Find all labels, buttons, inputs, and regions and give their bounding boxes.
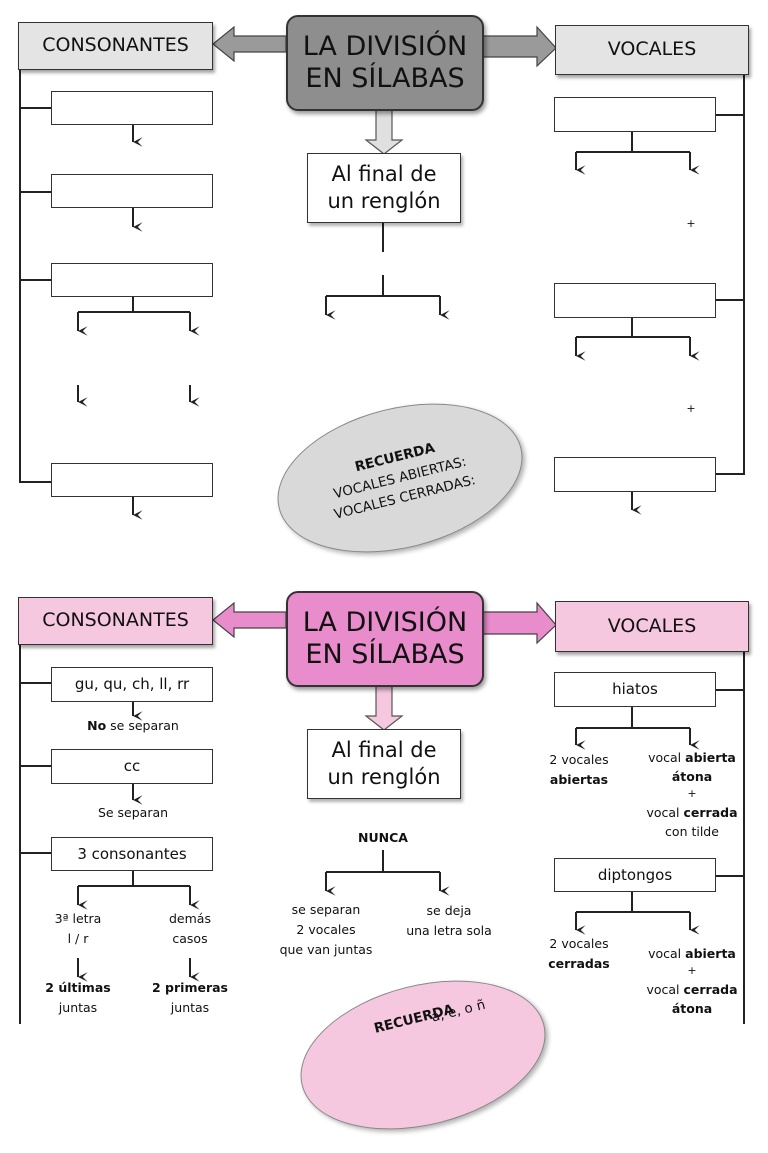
top-left-box-4 <box>51 463 213 497</box>
top-left-box-1 <box>51 91 213 125</box>
top-plus-1: + <box>686 217 696 230</box>
bottom-dipt-right: vocal abierta + vocal cerrada átona <box>646 946 738 1016</box>
bottom-left-box-3cons: 3 consonantes <box>51 837 213 871</box>
bottom-title: LA DIVISIÓN EN SÍLABAS <box>286 591 484 687</box>
bottom-left-branch-right: demás casos <box>169 911 211 946</box>
bottom-consonantes-header: CONSONANTES <box>18 597 213 645</box>
top-plus-2: + <box>686 402 696 415</box>
top-left-box-3 <box>51 263 213 297</box>
bottom-recuerda-partial: a, e, o ñ <box>429 996 487 1026</box>
bottom-vocales-header: VOCALES <box>555 601 749 652</box>
bottom-left-box-gu: gu, qu, ch, ll, rr <box>51 667 213 702</box>
top-left-box-2 <box>51 174 213 208</box>
bottom-right-box-hiatos: hiatos <box>554 672 716 707</box>
bottom-middle-box: Al final de un renglón <box>307 729 461 799</box>
top-right-box-1 <box>554 97 716 132</box>
bottom-left-text-se-separan: Se separan <box>97 805 169 820</box>
top-right-box-2 <box>554 283 716 318</box>
bottom-middle-right: se deja una letra sola <box>406 903 492 938</box>
diagram-connectors <box>19 25 745 1024</box>
bottom-left-box-cc: cc <box>51 749 213 784</box>
bottom-right-box-diptongos: diptongos <box>554 858 716 892</box>
top-vocales-header: VOCALES <box>555 25 749 75</box>
top-title: LA DIVISIÓN EN SÍLABAS <box>286 15 484 111</box>
top-right-box-3 <box>554 457 716 492</box>
bottom-left-final-right: 2 primeras juntas <box>152 980 228 1015</box>
bottom-hiatos-right: vocal abierta átona + vocal cerrada con … <box>646 750 738 839</box>
bottom-hiatos-left: 2 vocales abiertas <box>549 752 609 787</box>
bottom-left-final-left: 2 últimas juntas <box>45 980 111 1015</box>
bottom-middle-left: se separan 2 vocales que van juntas <box>279 902 373 957</box>
top-middle-box: Al final de un renglón <box>307 153 461 223</box>
bottom-left-branch-left: 3ª letra l / r <box>54 911 102 946</box>
bottom-dipt-left: 2 vocales cerradas <box>548 936 610 971</box>
bottom-left-text-no-separan: No se separan <box>87 718 179 733</box>
top-consonantes-header: CONSONANTES <box>18 22 213 70</box>
bottom-nunca: NUNCA <box>358 830 408 845</box>
